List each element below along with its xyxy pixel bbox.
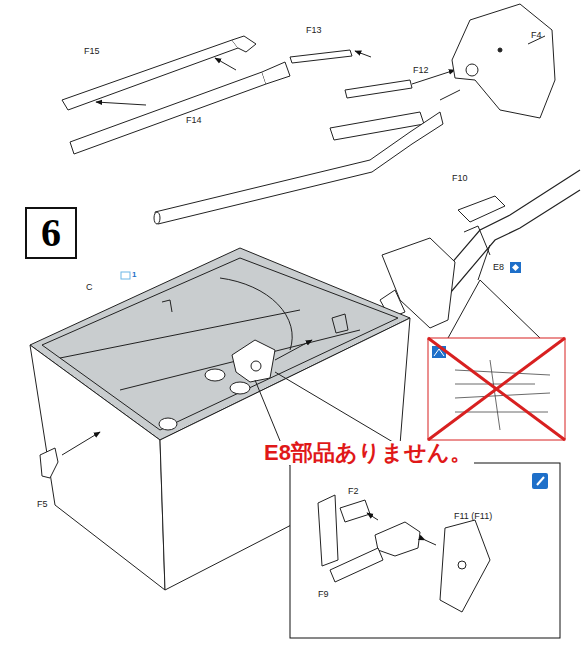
part-number: F15 — [84, 47, 100, 56]
part-number: F10 — [452, 174, 468, 183]
part-number: F5 — [37, 500, 48, 509]
part-number: F14 — [186, 116, 202, 125]
part-number: F12 — [413, 66, 429, 75]
part-number: F4 — [531, 31, 542, 40]
callout-number: 1 — [132, 271, 136, 279]
part-number: F13 — [306, 26, 322, 35]
part-number: F2 — [348, 487, 359, 496]
step-number: 6 — [41, 213, 61, 253]
step-number-box: 6 — [25, 207, 77, 259]
missing-part-note: E8部品ありません。 — [262, 441, 474, 465]
part-number: C — [86, 283, 93, 292]
part-number: F11 (F11) — [454, 512, 492, 521]
part-number: E8 — [493, 263, 504, 272]
part-number: F9 — [318, 590, 329, 599]
